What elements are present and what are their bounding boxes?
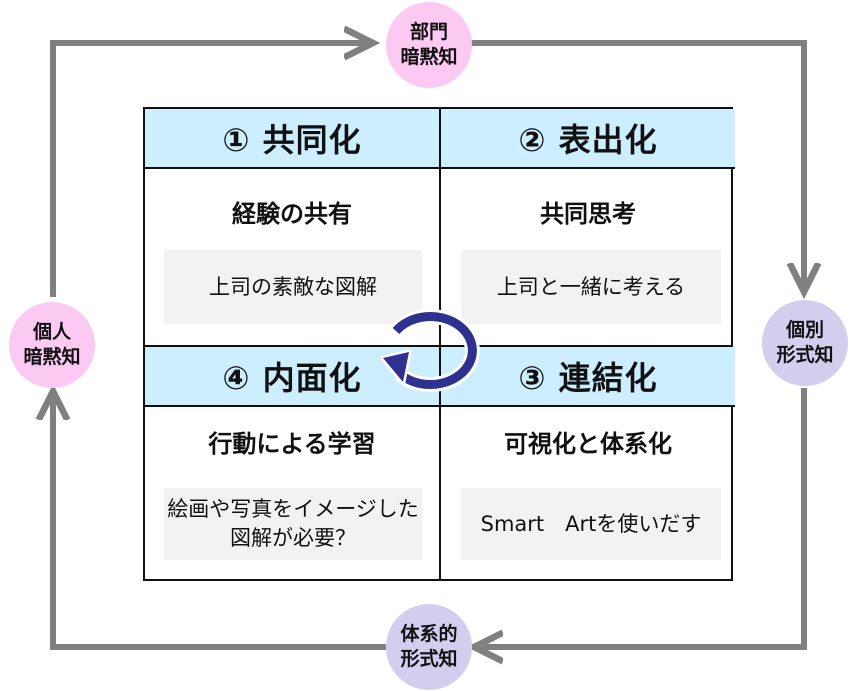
node-individual-tacit: 個人 暗黙知 bbox=[9, 302, 95, 388]
arrow-top-to-right bbox=[430, 40, 804, 290]
example-text: 絵画や写真をイメージした bbox=[167, 497, 419, 521]
arrow-right-to-bottom bbox=[476, 388, 807, 647]
vertical-divider bbox=[439, 109, 441, 579]
node-label: 暗黙知 bbox=[400, 46, 458, 68]
example-box: 上司と一緒に考える bbox=[461, 250, 721, 324]
quadrant-combination: ③ 連結化 可視化と体系化 bbox=[441, 347, 735, 459]
node-individual-explicit: 個別 形式知 bbox=[762, 300, 848, 386]
quadrant-externalization: ② 表出化 共同思考 bbox=[441, 109, 735, 229]
node-label: 個別 bbox=[785, 319, 824, 341]
arrow-left-to-top bbox=[50, 43, 371, 297]
node-department-tacit: 部門 暗黙知 bbox=[386, 2, 472, 88]
cycle-arrow-icon bbox=[380, 309, 480, 392]
node-label: 個人 bbox=[32, 321, 71, 343]
node-label: 暗黙知 bbox=[23, 346, 81, 368]
node-label: 形式知 bbox=[776, 344, 834, 366]
node-systematic-explicit: 体系的 形式知 bbox=[386, 604, 472, 690]
quadrant-subtitle: 経験の共有 bbox=[232, 200, 352, 228]
quadrant-socialization: ① 共同化 経験の共有 bbox=[145, 109, 439, 229]
node-label: 体系的 bbox=[400, 623, 458, 645]
quadrant-subtitle: 共同思考 bbox=[540, 200, 636, 228]
example-box: 上司の素敵な図解 bbox=[164, 250, 422, 324]
quadrant-subtitle: 可視化と体系化 bbox=[504, 430, 672, 458]
example-box: Smart Artを使いだす bbox=[461, 488, 721, 560]
node-label: 形式知 bbox=[400, 648, 458, 670]
quadrant-title: ② 表出化 bbox=[441, 109, 735, 169]
quadrant-title: ③ 連結化 bbox=[441, 347, 735, 407]
horizontal-divider bbox=[145, 345, 731, 347]
example-text: Smart Artを使いだす bbox=[480, 511, 702, 536]
seci-matrix: ① 共同化 経験の共有 上司の素敵な図解 ② 表出化 共同思考 上司と一緒に考え… bbox=[143, 107, 735, 581]
node-label: 部門 bbox=[409, 21, 448, 43]
arrow-bottom-to-left bbox=[53, 393, 386, 650]
example-text: 上司と一緒に考える bbox=[496, 274, 686, 299]
example-text: 上司の素敵な図解 bbox=[209, 274, 377, 299]
example-text: 図解が必要？ bbox=[230, 526, 356, 550]
quadrant-subtitle: 行動による学習 bbox=[208, 430, 376, 458]
example-box: 絵画や写真をイメージした 図解が必要？ bbox=[164, 488, 422, 560]
quadrant-title: ① 共同化 bbox=[145, 109, 439, 169]
